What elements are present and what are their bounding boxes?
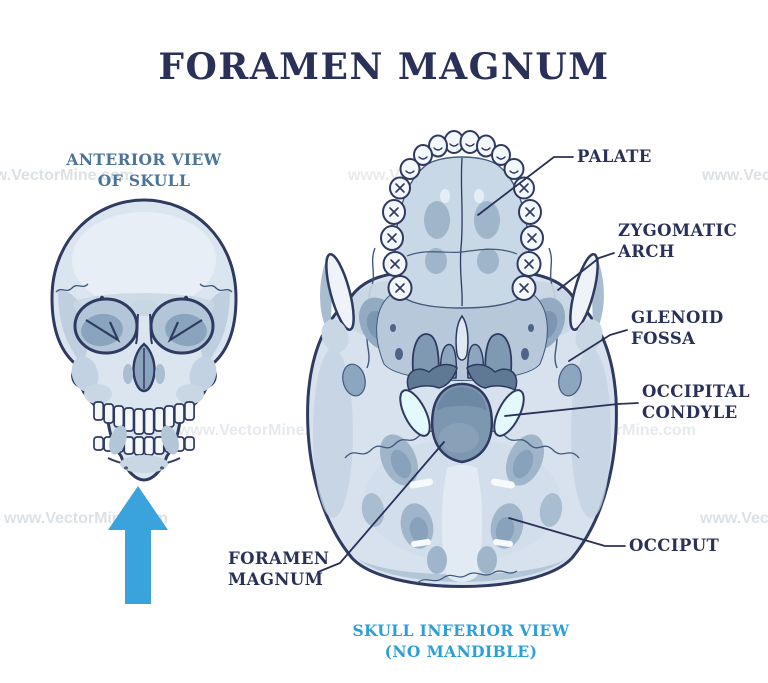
anterior-skull-illustration — [50, 198, 238, 482]
inferior-view-caption: SKULL INFERIOR VIEW (NO MANDIBLE) — [352, 621, 570, 661]
watermark: www.VectorMine.com — [700, 510, 768, 527]
watermark: www.VectorMine.com — [702, 167, 768, 184]
page-title: FORAMEN MAGNUM — [158, 46, 610, 88]
label-zygomatic-arch: ZYGOMATIC ARCH — [618, 221, 738, 261]
label-occipital-condyle: OCCIPITAL CONDYLE — [642, 382, 750, 422]
anterior-view-caption: ANTERIOR VIEW OF SKULL — [66, 150, 222, 190]
up-arrow-icon — [108, 486, 168, 604]
inferior-skull-illustration — [306, 130, 618, 588]
label-occiput: OCCIPUT — [629, 536, 720, 555]
label-glenoid-fossa: GLENOID FOSSA — [631, 308, 724, 348]
label-palate: PALATE — [577, 147, 652, 166]
label-foramen-magnum: FORAMEN MAGNUM — [228, 549, 330, 589]
